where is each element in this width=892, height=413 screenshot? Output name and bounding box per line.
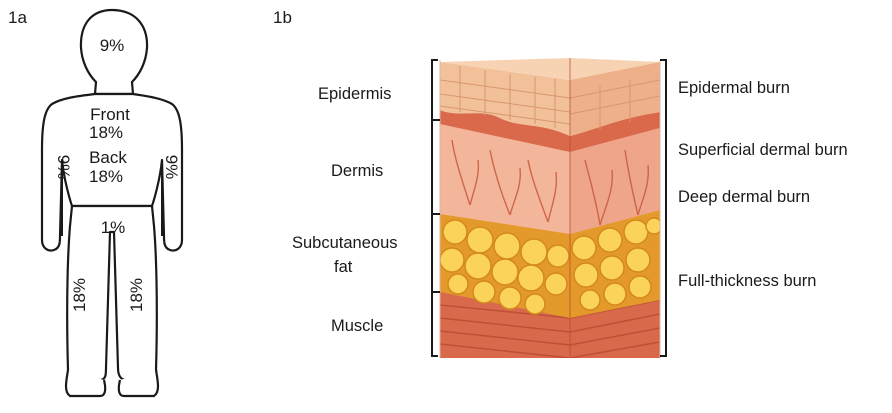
back-percent: 18% — [89, 167, 123, 186]
label-full-thickness-burn: Full-thickness burn — [678, 272, 816, 290]
panel-label-1b: 1b — [273, 8, 292, 27]
burn-bracket — [660, 60, 666, 356]
label-subcutaneous: Subcutaneous — [292, 234, 398, 252]
left-arm-percent: 9% — [54, 155, 73, 180]
front-percent: 18% — [89, 123, 123, 142]
label-superficial-dermal-burn: Superficial dermal burn — [678, 141, 848, 159]
label-epidermal-burn: Epidermal burn — [678, 79, 790, 97]
skin-block — [440, 58, 662, 360]
groin-percent: 1% — [101, 218, 126, 237]
left-leg-percent: 18% — [70, 278, 89, 312]
label-dermis: Dermis — [331, 162, 383, 180]
panel-label-1a: 1a — [8, 8, 27, 27]
front-label: Front — [90, 105, 130, 124]
label-muscle: Muscle — [331, 317, 383, 335]
label-epidermis: Epidermis — [318, 85, 391, 103]
layer-brackets — [432, 60, 440, 356]
right-leg-percent: 18% — [127, 278, 146, 312]
right-arm-percent: 9% — [162, 155, 181, 180]
back-label: Back — [89, 148, 127, 167]
head-percent: 9% — [100, 36, 125, 55]
label-fat: fat — [334, 258, 353, 276]
label-deep-dermal-burn: Deep dermal burn — [678, 188, 810, 206]
